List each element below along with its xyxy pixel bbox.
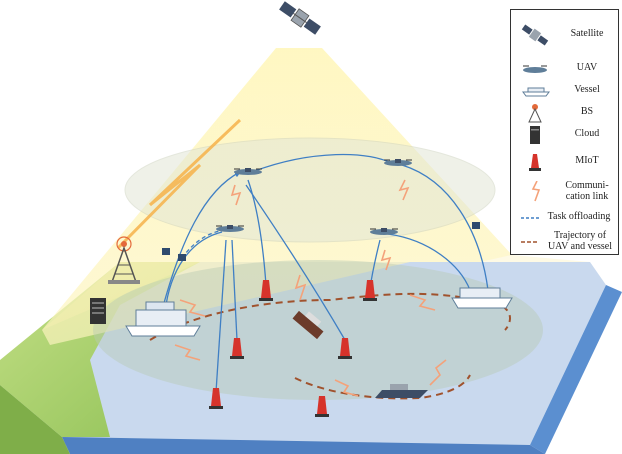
comm-zig-5: [179, 299, 206, 317]
vessel-speedboat: [375, 384, 428, 398]
relay-device-2: [178, 254, 186, 261]
uav-coverage-ellipse: [124, 137, 496, 243]
land-surface: [0, 262, 200, 437]
land-area: [0, 262, 200, 454]
comm-zig-1: [230, 184, 242, 206]
link-buoy-uav1: [247, 179, 267, 286]
legend-satellite: Satellite: [511, 24, 618, 46]
legend-label-bs: BS: [580, 106, 594, 117]
legend-miot: MIoT: [511, 151, 618, 173]
legend-label-miot: MIoT: [575, 155, 599, 166]
sea-front-side: [62, 437, 545, 454]
communication-links: [174, 179, 447, 397]
legend-label-vessel: Vessel: [574, 84, 600, 95]
legend-vessel: Vessel: [511, 80, 618, 102]
link-uav2-vessel: [401, 164, 489, 291]
legend-comm-line1: Communi-: [565, 180, 609, 191]
uav-icon: [523, 65, 547, 73]
legend-comm-line2: cation link: [565, 191, 609, 202]
uav-1: [234, 168, 262, 175]
link-uav3-buoy1: [231, 239, 238, 341]
satellite-bs-link: [116, 118, 242, 250]
buoy-3: [230, 338, 244, 359]
comm-zig-3: [380, 249, 392, 271]
trajectory-icon: [521, 241, 539, 243]
legend-label-trajectory: Trajectory of UAV and vessel: [541, 230, 619, 252]
legend-label-task-offloading: Task offloading: [547, 211, 611, 222]
legend-communication-link: Communi- cation link: [511, 180, 618, 203]
bs-tower-icon: [528, 104, 542, 123]
legend-label-cloud: Cloud: [574, 128, 600, 139]
base-station: [108, 236, 140, 284]
link-uav4-vessel: [387, 233, 471, 291]
link-uav3-buoy2: [215, 239, 227, 393]
miot-buoy-icon: [529, 154, 541, 171]
trajectories: [149, 292, 511, 400]
buoy-6: [315, 396, 329, 417]
satellite-icon: [521, 24, 549, 46]
relay-device-3: [472, 222, 480, 229]
miot-buoys: [209, 280, 377, 417]
legend-traj-line1: Trajectory of: [553, 230, 607, 241]
vessel-icon: [522, 87, 550, 97]
satellite: [279, 1, 321, 35]
comm-zig-9: [429, 359, 447, 386]
buoy-4: [338, 338, 352, 359]
comm-zig-8: [334, 379, 359, 397]
vessel-trajectory-lower: [294, 374, 471, 400]
uav-2: [384, 159, 412, 166]
task-offloading-icon: [521, 217, 539, 219]
comm-zig-4: [294, 274, 307, 301]
buoy-1: [259, 280, 273, 301]
legend-label-uav: UAV: [576, 62, 598, 73]
legend-traj-line2: UAV and vessel: [547, 241, 613, 252]
communication-link-icon: [531, 181, 541, 202]
comm-zig-7: [409, 294, 436, 311]
vessel-left: [125, 301, 201, 337]
legend-task-offloading: Task offloading: [511, 207, 618, 229]
legend-uav: UAV: [511, 58, 618, 80]
sea-right-side: [530, 285, 622, 454]
link-bs-uav3: [181, 229, 226, 259]
relay-device-1: [162, 248, 170, 255]
legend-trajectory: Trajectory of UAV and vessel: [511, 230, 619, 253]
uav-4: [370, 228, 398, 235]
land-front: [0, 385, 70, 454]
comm-zig-6: [174, 344, 201, 361]
buoy-2: [363, 280, 377, 301]
vessel-trajectory-upper: [149, 292, 511, 341]
cloud-server: [90, 298, 106, 324]
sinking-ship: [292, 310, 324, 340]
link-sink-uav1: [245, 184, 346, 341]
legend-label-communication-link: Communi- cation link: [557, 180, 617, 202]
vessel-right: [451, 287, 513, 309]
buoy-5: [209, 388, 223, 409]
legend-bs: BS: [511, 102, 618, 124]
link-vessel-uav1: [159, 171, 242, 319]
cloud-server-icon: [530, 126, 540, 144]
legend-cloud: Cloud: [511, 124, 618, 146]
comm-zig-2: [398, 179, 410, 201]
legend: Satellite UAV Vessel BS Cloud MIoT Commu…: [510, 9, 619, 255]
uav-3: [216, 225, 244, 232]
legend-label-satellite: Satellite: [570, 28, 604, 39]
